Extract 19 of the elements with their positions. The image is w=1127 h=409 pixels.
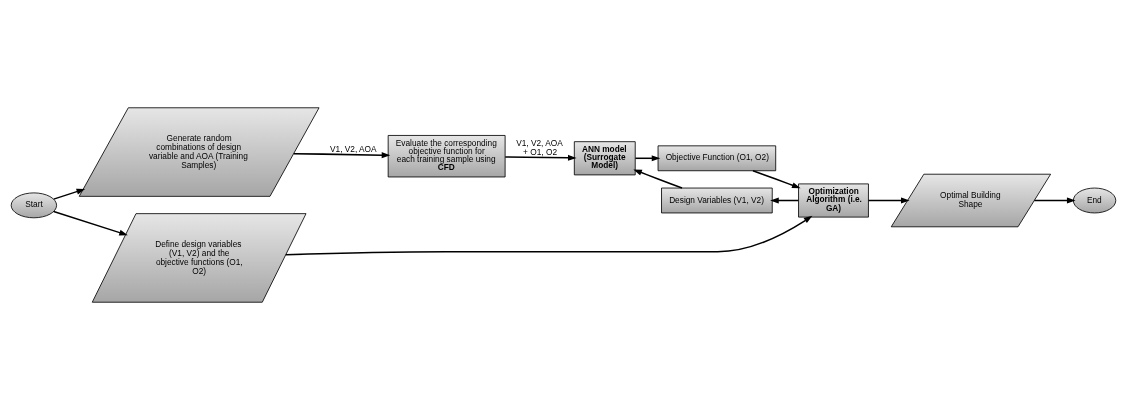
node-ellipse: Start [10,191,57,218]
arrow [293,151,391,158]
arrow [52,188,86,200]
arrow [867,197,910,203]
node-box: Objective Function (O1, O2) [657,144,777,171]
arrow [770,197,800,203]
arrow [1033,197,1076,203]
node-ellipse: End [1072,187,1117,213]
node-box: Evaluate the corresponding objective function for each training sample using CFD [387,134,506,177]
edge-label: V1, V2, AOA [330,143,377,154]
arrow [52,210,128,235]
edge-label: V1, V2, AOA + O1, O2 [516,137,563,157]
node-box: Optimization Algorithm (i.e. GA) [798,182,869,218]
arrow [752,169,801,188]
arrow [633,168,683,189]
node-box: Design Variables (V1, V2) [661,187,773,213]
arrow [504,154,577,161]
node-box: ANN model (Surrogate Model) [573,140,636,175]
arrow [285,215,813,255]
